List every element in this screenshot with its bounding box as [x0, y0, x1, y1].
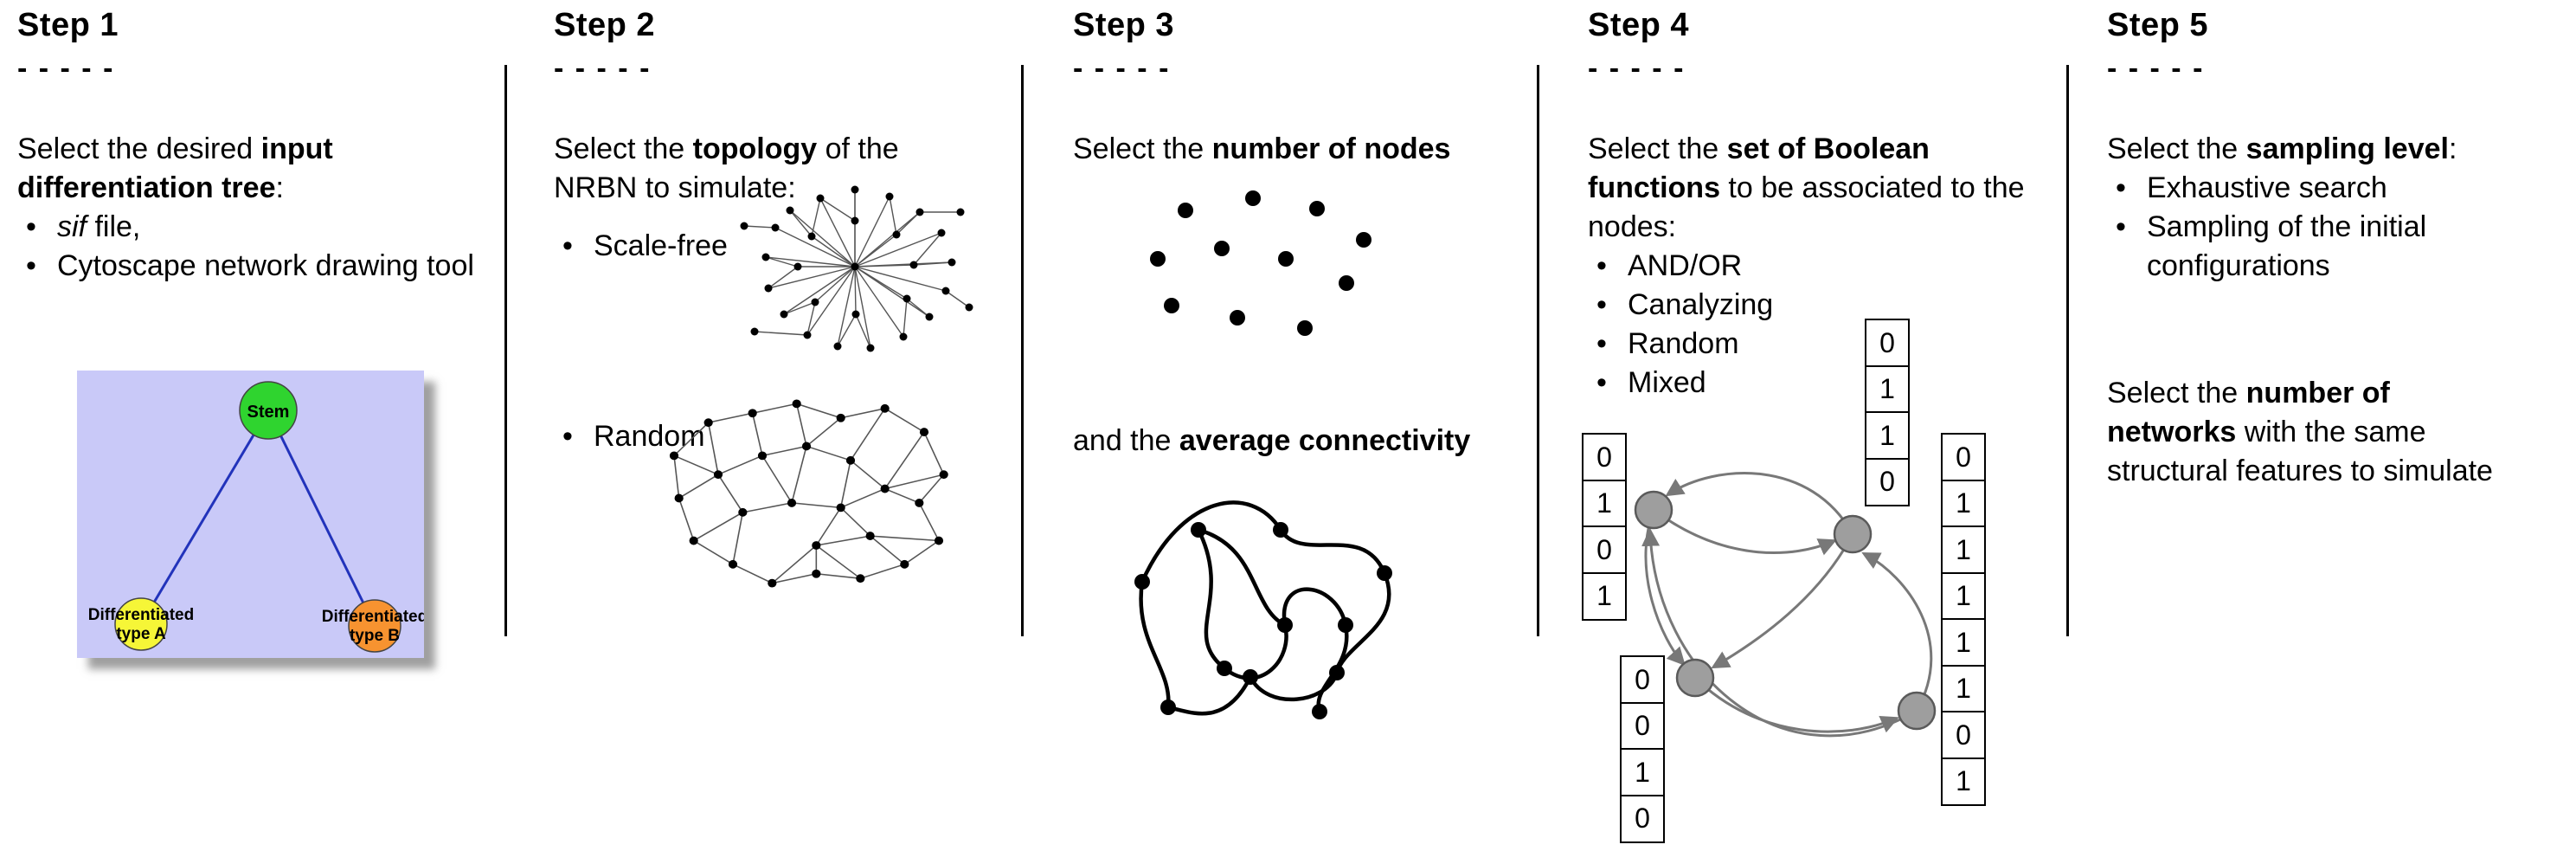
tree-edge-b: [267, 409, 376, 627]
bullet-item: AND/OR: [1588, 247, 2033, 286]
boolean-value-cell: 0: [1865, 319, 1910, 367]
column-divider: [2066, 65, 2069, 636]
boolean-value-cell: 1: [1582, 571, 1627, 621]
step-4-title: Step 4: [1588, 7, 1690, 43]
type-b-label-line2: type B: [350, 627, 400, 645]
tangle-edges: [1139, 500, 1391, 716]
boolean-value-cell: 0: [1582, 525, 1627, 574]
boolean-value-cell: 0: [1620, 794, 1665, 843]
bullet-item: Mixed: [1588, 364, 2033, 403]
boolean-value-cell: 0: [1620, 655, 1665, 704]
boolean-value-cell: 1: [1941, 618, 1986, 667]
step-1-intro: Select the desired input differentiation…: [17, 132, 333, 204]
bullet-item: Sampling of the initial configurations: [2107, 208, 2540, 286]
step-2-title: Step 2: [554, 7, 656, 43]
bullet-item: Canalyzing: [1588, 286, 2033, 325]
step-4-text: Select the set of Boolean functions to b…: [1588, 130, 2033, 403]
step-2-bullets: Scale-free: [554, 227, 831, 266]
boolean-value-cell: 0: [1865, 457, 1910, 506]
bullet-item: Cytoscape network drawing tool: [17, 247, 491, 286]
step-3-dashes: - - - - -: [1073, 52, 1171, 85]
step-5-intro: Select the sampling level:: [2107, 132, 2457, 165]
column-divider: [504, 65, 507, 636]
differentiation-tree-image: Stem Differentiated type A Differentiate…: [77, 371, 424, 658]
step-2-intro: Select the topology of the NRBN to simul…: [554, 132, 899, 204]
step-2-bullets: Random: [554, 417, 831, 456]
bullet-item: Exhaustive search: [2107, 169, 2540, 208]
scale-free-network-image: [740, 185, 973, 352]
boolean-value-cell: 0: [1582, 433, 1627, 481]
column-divider: [1021, 65, 1024, 636]
nodes-scatter-image: [1150, 190, 1372, 336]
boolean-value-cell: 1: [1941, 571, 1986, 621]
boolean-value-cell: 1: [1620, 748, 1665, 796]
step-3-second: and the average connectivity: [1073, 424, 1471, 457]
bullet-item: Scale-free: [554, 227, 831, 266]
boolean-value-cell: 1: [1582, 479, 1627, 528]
boolean-value-cell: 1: [1865, 411, 1910, 460]
step-1-dashes: - - - - -: [17, 52, 115, 85]
step-4-dashes: - - - - -: [1588, 52, 1686, 85]
step-4-intro: Select the set of Boolean functions to b…: [1588, 132, 2025, 243]
boolean-value-cell: 1: [1941, 479, 1986, 528]
network-node: [1833, 514, 1873, 554]
tree-edge-a: [139, 409, 270, 625]
type-a-node: [114, 597, 168, 651]
type-a-label-line2: type A: [116, 625, 166, 643]
boolean-value-cell: 1: [1941, 757, 1986, 806]
boolean-value-cell: 0: [1941, 433, 1986, 481]
step-1-text: Select the desired input differentiation…: [17, 130, 491, 286]
step-5-second: Select the number of networks with the s…: [2107, 377, 2493, 487]
step-3-title: Step 3: [1073, 7, 1175, 43]
step-2-dashes: - - - - -: [554, 52, 652, 85]
step-5-title: Step 5: [2107, 7, 2209, 43]
type-a-label-line1: Differentiated: [88, 606, 194, 624]
step-1-bullets: sif file, Cytoscape network drawing tool: [17, 208, 491, 286]
boolean-network-arrows: [1641, 472, 1933, 738]
boolean-value-cell: 1: [1941, 664, 1986, 713]
step-1-title: Step 1: [17, 7, 119, 43]
boolean-value-cell: 0: [1941, 711, 1986, 759]
boolean-network-nodes: [1634, 490, 1937, 731]
network-node: [1897, 691, 1937, 731]
bullet-item: sif file,: [17, 208, 491, 247]
bullet-item: Random: [1588, 325, 2033, 364]
stem-node-label: Stem: [247, 403, 290, 422]
step-4-bullets: AND/OR Canalyzing Random Mixed: [1588, 247, 2033, 403]
network-node: [1634, 490, 1673, 530]
step-5-bullets: Exhaustive search Sampling of the initia…: [2107, 169, 2540, 286]
boolean-value-cell: 0: [1620, 701, 1665, 751]
network-node: [1675, 658, 1715, 698]
type-b-label-line1: Differentiated: [322, 608, 424, 626]
column-divider: [1537, 65, 1539, 636]
bullet-item: Random: [554, 417, 831, 456]
stem-node: [239, 381, 298, 440]
tangle-nodes: [1134, 522, 1392, 719]
step-5-dashes: - - - - -: [2107, 52, 2205, 85]
connectivity-network-image: [1134, 500, 1392, 719]
step-5-text: Select the sampling level: Exhaustive se…: [2107, 130, 2540, 286]
boolean-network-image: [1634, 472, 1937, 738]
boolean-value-cell: 1: [1865, 364, 1910, 414]
step-3-intro: Select the number of nodes: [1073, 132, 1451, 165]
boolean-value-cell: 1: [1941, 525, 1986, 574]
type-b-node: [348, 599, 401, 653]
random-network-image: [669, 399, 948, 588]
